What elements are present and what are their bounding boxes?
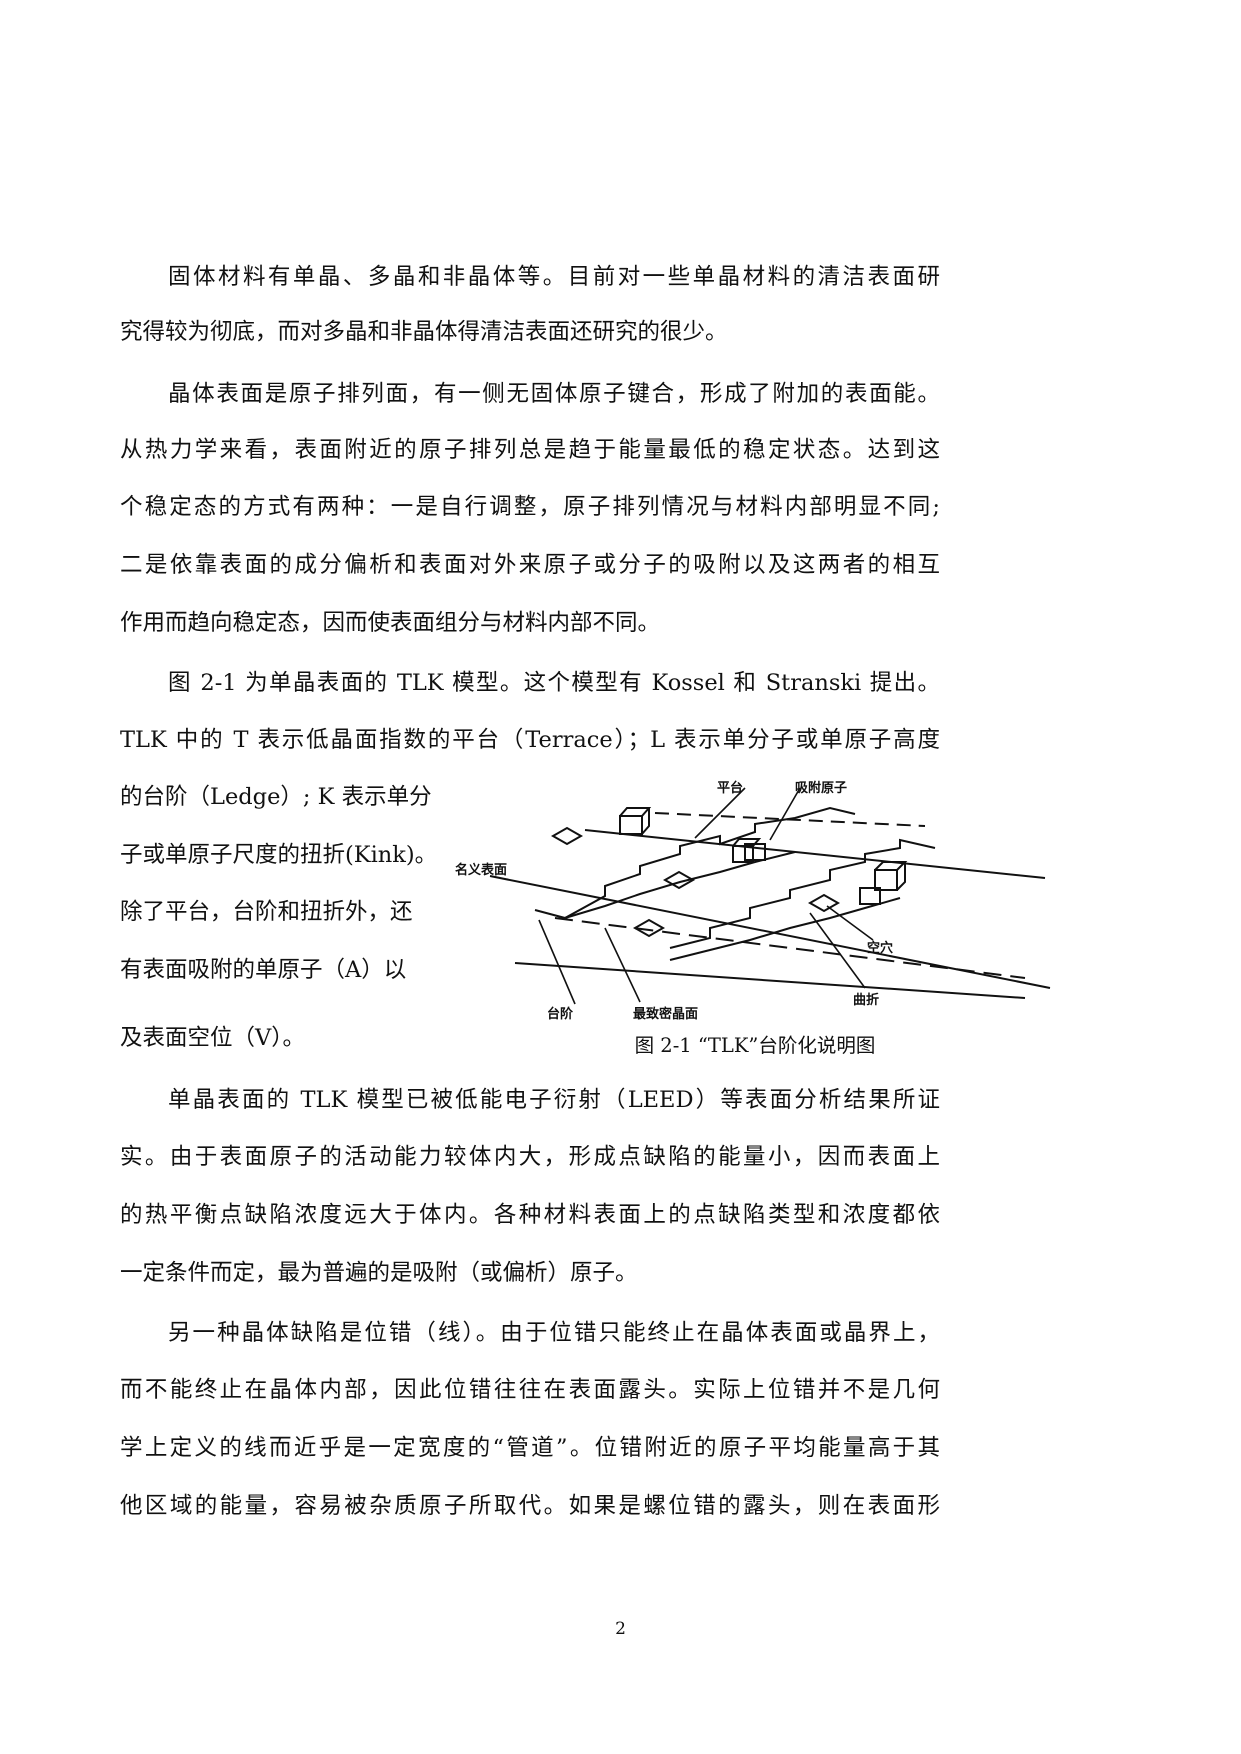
paragraph-5-line-4: 他区域的能量，容易被杂质原子所取代。如果是螺位错的露头，则在表面形	[120, 1493, 940, 1519]
figure-label-adatom: 吸附原子	[795, 780, 847, 796]
paragraph-1-line-1: 固体材料有单晶、多晶和非晶体等。目前对一些单晶材料的清洁表面研	[168, 264, 940, 290]
paragraph-3-line-2: TLK 中的 T 表示低晶面指数的平台（Terrace）；L 表示单分子或单原子…	[120, 727, 940, 753]
figure-label-close-packed: 最致密晶面	[633, 1006, 698, 1022]
paragraph-3-wrap-line-5: 及表面空位（V）。	[120, 1025, 305, 1051]
figure-label-vacancy: 空穴	[867, 940, 893, 956]
paragraph-2-line-4: 二是依靠表面的成分偏析和表面对外来原子或分子的吸附以及这两者的相互	[120, 552, 940, 578]
paragraph-2-line-1: 晶体表面是原子排列面，有一侧无固体原子键合，形成了附加的表面能。	[168, 381, 940, 407]
tlk-model-figure: 平台 吸附原子 名义表面 空穴 台阶 最致密晶面 曲折	[455, 778, 1055, 1038]
paragraph-1-line-2: 究得较为彻底，而对多晶和非晶体得清洁表面还研究的很少。	[120, 319, 728, 345]
paragraph-2-line-5: 作用而趋向稳定态，因而使表面组分与材料内部不同。	[120, 610, 661, 636]
figure-label-terrace: 平台	[717, 780, 743, 796]
paragraph-2-line-2: 从热力学来看，表面附近的原子排列总是趋于能量最低的稳定状态。达到这	[120, 437, 940, 463]
figure-label-kink: 曲折	[853, 992, 879, 1008]
paragraph-3-wrap-line-3: 除了平台，台阶和扭折外，还	[120, 899, 413, 925]
figure-caption: 图 2-1 “TLK”台阶化说明图	[634, 1034, 876, 1057]
paragraph-5-line-1: 另一种晶体缺陷是位错（线）。由于位错只能终止在晶体表面或晶界上，	[168, 1320, 940, 1346]
paragraph-3-wrap-line-4: 有表面吸附的单原子（A）以	[120, 957, 407, 983]
paragraph-4-line-1: 单晶表面的 TLK 模型已被低能电子衍射（LEED）等表面分析结果所证	[168, 1087, 940, 1113]
paragraph-5-line-2: 而不能终止在晶体内部，因此位错往往在表面露头。实际上位错并不是几何	[120, 1377, 940, 1403]
paragraph-2-line-3: 个稳定态的方式有两种：一是自行调整，原子排列情况与材料内部明显不同;	[120, 494, 940, 520]
tlk-diagram: 平台 吸附原子 名义表面 空穴 台阶 最致密晶面 曲折	[455, 780, 1051, 1022]
paragraph-3-wrap-line-2: 子或单原子尺度的扭折(Kink)。	[120, 842, 438, 868]
figure-label-nominal-surface: 名义表面	[455, 862, 507, 878]
paragraph-4-line-4: 一定条件而定，最为普遍的是吸附（或偏析）原子。	[120, 1260, 638, 1286]
paragraph-3-line-1: 图 2-1 为单晶表面的 TLK 模型。这个模型有 Kossel 和 Stran…	[168, 670, 940, 696]
paragraph-4-line-3: 的热平衡点缺陷浓度远大于体内。各种材料表面上的点缺陷类型和浓度都依	[120, 1202, 940, 1228]
paragraph-4-line-2: 实。由于表面原子的活动能力较体内大，形成点缺陷的能量小，因而表面上	[120, 1144, 940, 1170]
page-number: 2	[615, 1619, 626, 1639]
paragraph-5-line-3: 学上定义的线而近乎是一定宽度的“管道”。位错附近的原子平均能量高于其	[120, 1435, 940, 1461]
figure-label-ledge: 台阶	[547, 1006, 574, 1022]
paragraph-3-wrap-line-1: 的台阶（Ledge）; K 表示单分	[120, 784, 432, 810]
